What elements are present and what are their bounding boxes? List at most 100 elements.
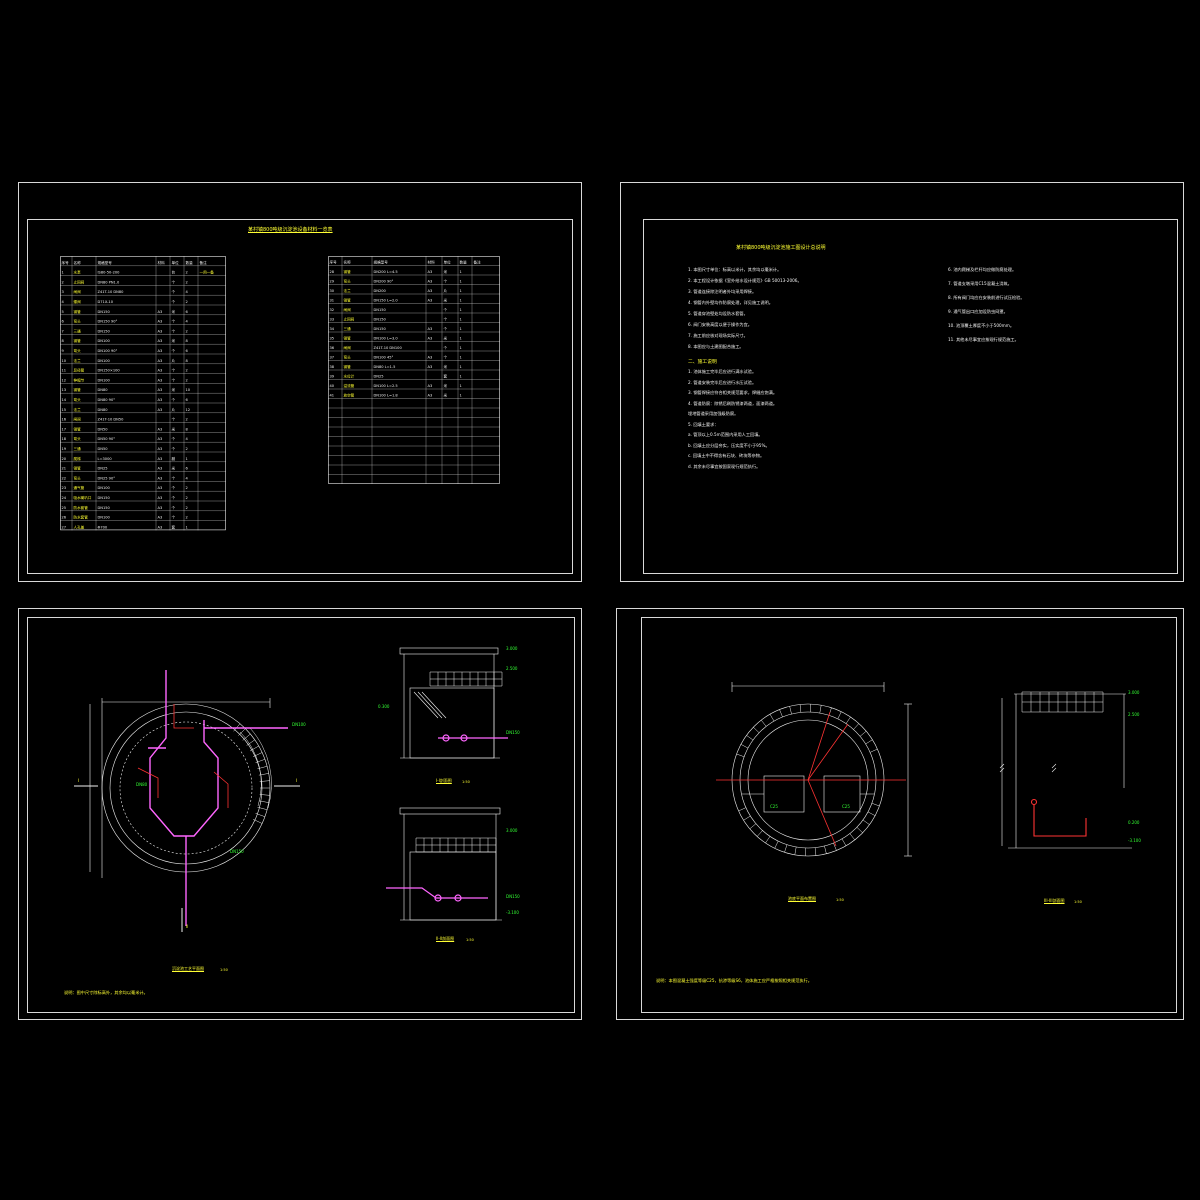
eq-left-header-cell: 数量	[186, 260, 194, 265]
sheet-process	[18, 608, 582, 1020]
eq-right-cell: 个	[444, 307, 448, 312]
eq-left-cell: A3	[158, 457, 163, 461]
svg-text:0.200: 0.200	[1128, 820, 1140, 825]
process-section1-scale: 1:50	[462, 780, 470, 784]
eq-right-cell: 米	[444, 393, 448, 398]
eq-left-header-cell: 备注	[200, 260, 208, 265]
note-line: 8. 本图应与土建图配合施工。	[688, 344, 744, 349]
eq-right-header-cell: 单位	[444, 260, 452, 265]
eq-left-cell: DN80 90°	[98, 398, 116, 402]
eq-right-cell: 1	[460, 365, 462, 369]
eq-right-cell: A3	[428, 270, 433, 274]
eq-right-cell: 米	[444, 383, 448, 388]
note-line: 7. 施工前应核对现场实际尺寸。	[688, 333, 748, 338]
eq-right-cell: 1	[460, 356, 462, 360]
eq-left-cell: 8	[62, 339, 65, 343]
eq-right-cell: 钢管	[344, 336, 352, 341]
process-plan-scale: 1:50	[220, 968, 228, 972]
eq-left-cell: DN80 PN1.0	[98, 280, 120, 284]
eq-left-cell: 钢管	[74, 387, 82, 392]
eq-left-cell: 4	[62, 300, 65, 304]
note-line: 8. 所有阀门均应在安装前进行试压检验。	[948, 295, 1025, 300]
eq-right-cell: 41	[330, 394, 335, 398]
note-line: 3. 管道连接除注明者外均采用焊接。	[688, 289, 757, 294]
note-line: 1. 本图尺寸单位：标高以米计，其余均以毫米计。	[688, 267, 782, 272]
eq-right-cell: A3	[428, 289, 433, 293]
eq-right-cell: A3	[428, 384, 433, 388]
eq-left-cell: 2	[186, 378, 188, 382]
svg-text:3.000: 3.000	[1128, 690, 1140, 695]
eq-left-cell: A3	[158, 369, 163, 373]
eq-right-cell: 弯头	[344, 355, 352, 360]
section-3	[999, 693, 1132, 849]
eq-left-cell: A3	[158, 339, 163, 343]
eq-right-cell: 套	[444, 374, 448, 379]
eq-left-cell: 4	[186, 437, 189, 441]
eq-right-cell: A3	[428, 365, 433, 369]
eq-left-cell: IS80-50-200	[98, 271, 121, 275]
eq-right-cell: DN100 L=1.8	[374, 394, 399, 398]
eq-left-cell: 个	[172, 417, 176, 422]
structure-plan-scale: 1:50	[836, 898, 844, 902]
eq-left-cell: 6	[186, 467, 189, 471]
eq-right-header-cell: 数量	[460, 260, 468, 265]
eq-left-cell: 3	[62, 290, 64, 294]
svg-text:I: I	[78, 778, 79, 783]
eq-right-cell: 1	[460, 346, 462, 350]
eq-left-cell: 2	[186, 300, 188, 304]
note-line: d. 其余未尽事宜按国家现行规范执行。	[688, 463, 761, 469]
eq-right-cell: 1	[460, 289, 462, 293]
eq-left-cell: 弯头	[74, 475, 82, 480]
eq-right-cell: A3	[428, 356, 433, 360]
eq-right-cell: DN80 L=1.5	[374, 365, 396, 369]
eq-left-cell: 2	[186, 496, 188, 500]
eq-left-cell: 个	[172, 436, 176, 441]
process-plan-caption: 沉淀池工艺平面图	[172, 966, 204, 971]
eq-right-cell: 法兰	[344, 288, 352, 293]
eq-left-cell: A3	[158, 476, 163, 480]
eq-left-cell: 个	[172, 279, 176, 284]
svg-text:I: I	[296, 778, 297, 783]
eq-left-cell: DN50	[98, 447, 109, 451]
eq-left-header-cell: 规格型号	[98, 260, 113, 265]
structure-section-scale: 1:50	[1074, 900, 1082, 904]
eq-left-cell: 止回阀	[74, 279, 85, 284]
eq-right-cell: 1	[460, 280, 462, 284]
process-note: 说明：图中尺寸除标高外，其余均以毫米计。	[64, 990, 148, 995]
eq-left-cell: 15	[62, 408, 67, 412]
eq-left-cell: A3	[158, 329, 163, 333]
eq-left-cell: A3	[158, 378, 163, 382]
svg-text:0.300: 0.300	[378, 704, 390, 709]
eq-left-cell: DN150×100	[98, 369, 121, 373]
note-line: 埋地管道采用加强级防腐。	[688, 411, 739, 416]
eq-left-cell: 个	[172, 475, 176, 480]
eq-left-cell: 伸缩节	[74, 377, 85, 382]
eq-right-cell: DN150	[374, 318, 387, 322]
sheet-notes-frame	[643, 219, 1178, 574]
eq-right-cell: DN25	[374, 375, 384, 379]
structure-drawing: C25 C25 3.000 2.500 0.200 -3.100	[716, 682, 1141, 857]
note-line: 11. 其他未尽事宜应按现行规范施工。	[948, 337, 1019, 342]
eq-left-cell: A3	[158, 506, 163, 510]
eq-right-cell: A3	[428, 299, 433, 303]
eq-right-header-cell: 材料	[428, 260, 436, 265]
eq-left-cell: 6	[186, 349, 189, 353]
eq-left-cell: 钢管	[74, 426, 82, 431]
eq-left-cell: 台	[172, 270, 176, 275]
eq-left-cell: A3	[158, 310, 163, 314]
eq-right-cell: DN100 L=3.0	[374, 337, 399, 341]
sheet-structure-frame	[641, 617, 1177, 1013]
eq-left-cell: DN100	[98, 378, 111, 382]
eq-right-cell: 弯头	[344, 279, 352, 284]
svg-text:DN80: DN80	[136, 782, 148, 787]
eq-left-cell: 个	[172, 446, 176, 451]
svg-text:II: II	[186, 924, 188, 929]
eq-right-cell: DN200 L=4.5	[374, 270, 398, 274]
eq-left-cell: DN150	[98, 506, 111, 510]
eq-left-cell: 2	[186, 516, 188, 520]
sheet-process-frame	[27, 617, 575, 1013]
eq-right-cell: 放空管	[344, 393, 355, 398]
eq-left-cell: 米	[172, 338, 176, 343]
eq-left-cell: DN25	[98, 467, 108, 471]
eq-right-header-cell: 规格型号	[374, 260, 389, 265]
